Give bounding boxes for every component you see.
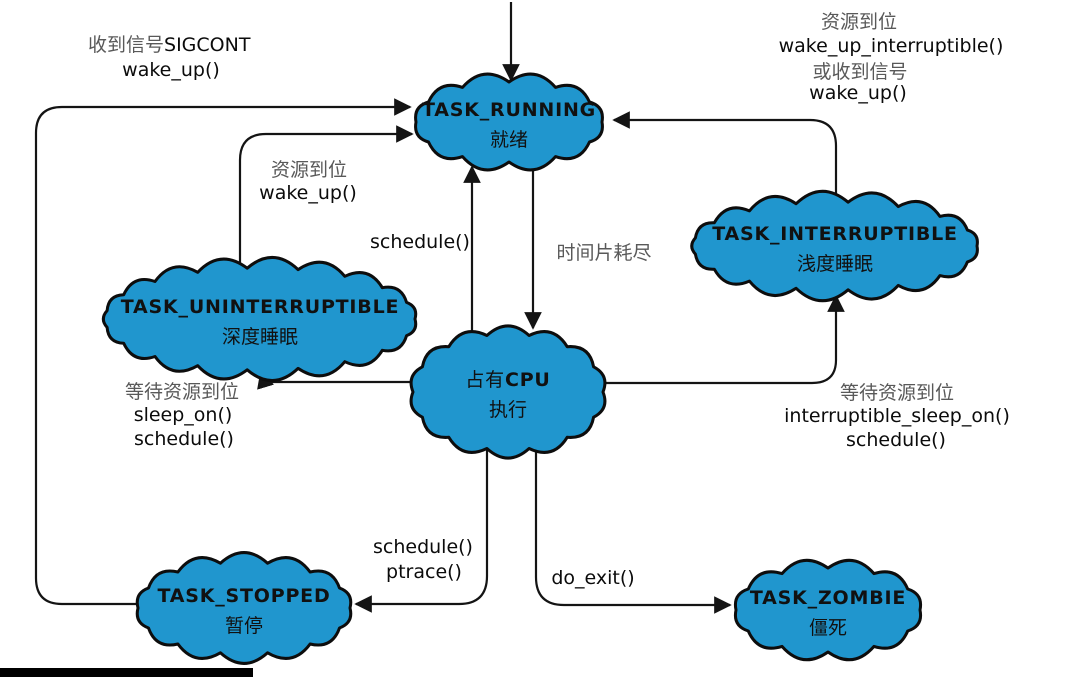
node-subtitle-uninterruptible: 深度睡眠 — [222, 326, 298, 348]
state-node-zombie: TASK_ZOMBIE 僵死 — [733, 558, 923, 662]
label-wakeup-topright: wake_up() — [809, 82, 907, 104]
bottom-edge-bar — [0, 668, 253, 677]
node-subtitle-cpu: 执行 — [489, 399, 527, 421]
state-node-interruptible: TASK_INTERRUPTIBLE 浅度睡眠 — [690, 189, 979, 303]
label-sigcont: 收到信号SIGCONT — [88, 34, 251, 56]
label-wakeup-interruptible: wake_up_interruptible() — [779, 35, 1004, 57]
state-node-stopped: TASK_STOPPED 暂停 — [135, 551, 353, 665]
label-resource-ready-mid: 资源到位 — [271, 159, 347, 181]
cloud-shape-zombie — [733, 558, 923, 662]
node-title-running: TASK_RUNNING — [422, 99, 596, 121]
node-title-stopped: TASK_STOPPED — [157, 585, 330, 607]
node-subtitle-zombie: 僵死 — [809, 617, 847, 639]
label-wakeup-left: wake_up() — [122, 59, 220, 81]
edge-stopped-to-running — [34, 98, 412, 606]
node-subtitle-running: 就绪 — [490, 129, 528, 151]
node-title-uninterruptible: TASK_UNINTERRUPTIBLE — [121, 296, 400, 318]
edge-cpu-to-stopped — [354, 449, 489, 613]
cloud-shape-interruptible — [690, 189, 979, 303]
cloud-shape-running — [414, 72, 604, 172]
node-subtitle-interruptible: 浅度睡眠 — [797, 253, 873, 275]
label-schedule-right: schedule() — [846, 429, 946, 451]
cloud-shape-cpu — [409, 324, 607, 460]
state-node-running: TASK_RUNNING 就绪 — [414, 72, 604, 172]
label-resource-ready-topright: 资源到位 — [821, 11, 897, 33]
label-timeslice: 时间片耗尽 — [556, 242, 651, 264]
label-wait-resource-left: 等待资源到位 — [125, 381, 239, 403]
label-wait-resource-right: 等待资源到位 — [840, 382, 954, 404]
label-schedule-bottom: schedule() — [373, 536, 473, 558]
label-or-signal: 或收到信号 — [812, 61, 907, 83]
cloud-shape-uninterruptible — [101, 255, 418, 383]
node-title-interruptible: TASK_INTERRUPTIBLE — [712, 223, 958, 245]
edge-uninterruptible-to-running — [238, 125, 414, 268]
label-interruptible-sleep-on: interruptible_sleep_on() — [784, 405, 1010, 427]
label-schedule-left: schedule() — [134, 428, 234, 450]
label-wakeup-mid: wake_up() — [259, 182, 357, 204]
label-sleep-on: sleep_on() — [134, 404, 233, 426]
label-ptrace: ptrace() — [386, 561, 462, 583]
label-schedule-up: schedule() — [370, 231, 470, 253]
edge-cpu-to-interruptible — [602, 294, 845, 385]
state-node-cpu: 占有CPU 执行 — [409, 324, 607, 460]
edge-interruptible-to-running — [612, 111, 838, 204]
state-node-uninterruptible: TASK_UNINTERRUPTIBLE 深度睡眠 — [101, 255, 418, 383]
node-subtitle-stopped: 暂停 — [225, 615, 263, 637]
node-title-cpu: 占有CPU — [465, 369, 550, 391]
node-title-zombie: TASK_ZOMBIE — [750, 587, 906, 609]
edge-cpu-to-zombie — [534, 448, 732, 614]
cloud-shape-stopped — [135, 551, 353, 665]
label-do-exit: do_exit() — [551, 567, 634, 589]
